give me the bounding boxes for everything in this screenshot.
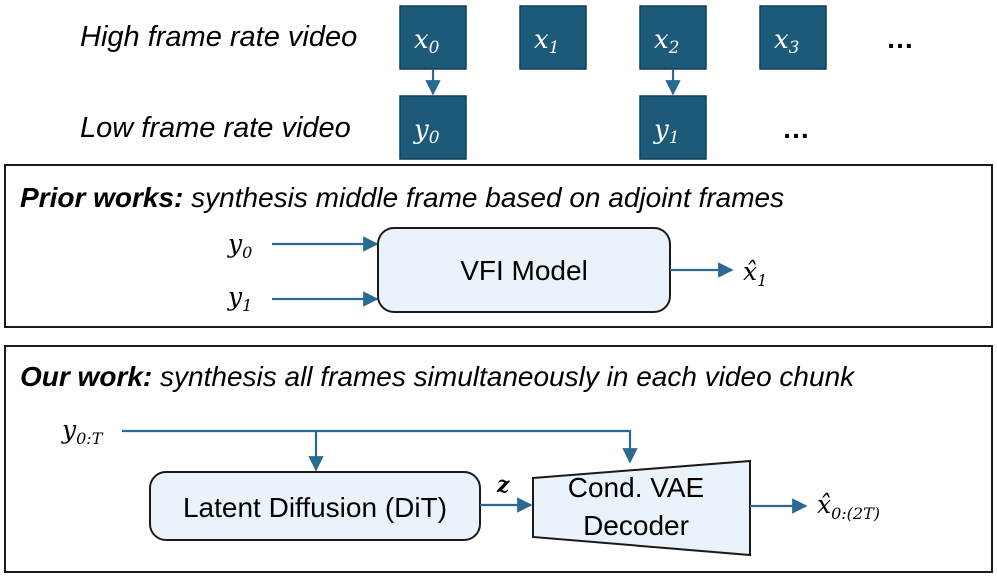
low-frames-ellipsis: … xyxy=(782,113,810,144)
prior-works-title: Prior works: synthesis middle frame base… xyxy=(20,182,784,213)
high-frame-x0: x0 xyxy=(399,5,467,70)
vfi-model-label: VFI Model xyxy=(460,255,588,286)
svg-text:y0: y0 xyxy=(413,115,440,148)
vae-decoder-label-line1: Cond. VAE xyxy=(568,472,704,503)
low-frame-rate-label: Low frame rate video xyxy=(80,112,351,144)
high-frames-ellipsis: … xyxy=(886,23,914,54)
our-output-x0-2T-hat: x̂0:(2T) xyxy=(817,490,880,523)
high-frame-x3: x3 xyxy=(759,5,827,70)
high-frame-x2: x2 xyxy=(639,5,707,70)
svg-text:x1: x1 xyxy=(534,25,560,58)
latent-diffusion-label: Latent Diffusion (DiT) xyxy=(183,492,447,523)
low-frame-y0: y0 xyxy=(399,95,467,160)
high-frame-rate-label: High frame rate video xyxy=(80,21,357,53)
high-frame-x1: x1 xyxy=(519,5,587,70)
our-work-title: Our work: synthesis all frames simultane… xyxy=(20,361,856,392)
vae-decoder-label-line2: Decoder xyxy=(583,510,689,541)
vae-decoder-trapezoid xyxy=(532,459,751,557)
svg-text:x3: x3 xyxy=(774,25,800,58)
svg-text:x2: x2 xyxy=(654,25,680,58)
svg-text:x0: x0 xyxy=(414,25,440,58)
prior-input-y0: y0 xyxy=(227,229,252,262)
our-input-y0T: y0:T xyxy=(61,415,104,448)
arrow-input-to-decoder xyxy=(122,429,638,464)
prior-output-x1hat: x̂1 xyxy=(743,257,767,290)
prior-input-y1: y1 xyxy=(227,282,252,315)
latent-z-label: z xyxy=(496,472,510,498)
low-frame-y1: y1 xyxy=(639,95,707,160)
svg-text:y1: y1 xyxy=(653,115,680,148)
